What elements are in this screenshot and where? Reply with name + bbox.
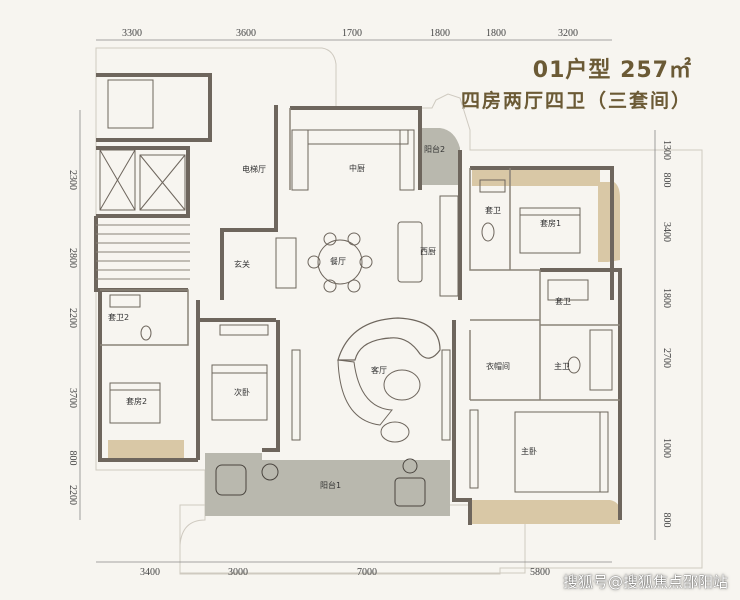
- dim-bottom-2: 3000: [228, 567, 248, 578]
- dim-bottom-4: 5800: [530, 567, 550, 578]
- room-bath-shared: 套卫: [555, 296, 571, 306]
- dim-top-4: 1800: [430, 28, 450, 39]
- room-bedroom1: 套房1: [540, 218, 561, 228]
- room-second-bedroom: 次卧: [234, 387, 250, 397]
- dim-left-5: 800: [67, 451, 78, 466]
- watermark: 搜狐号@搜狐焦点邵阳站: [562, 573, 728, 591]
- dim-left-4: 3700: [67, 388, 78, 408]
- dim-left-2: 2800: [67, 248, 78, 268]
- dim-bottom-1: 3400: [140, 567, 160, 578]
- room-balcony2: 阳台2: [424, 144, 445, 154]
- room-bath2: 套卫2: [108, 312, 129, 322]
- dim-right-3: 3400: [661, 222, 672, 242]
- dim-right-7: 800: [661, 513, 672, 528]
- room-dining: 餐厅: [330, 257, 346, 266]
- dim-right-5: 2700: [661, 348, 672, 368]
- room-kitchen: 中厨: [349, 163, 365, 173]
- dim-top-5: 1800: [486, 28, 506, 39]
- room-bedroom2: 套房2: [126, 396, 147, 406]
- dim-left-6: 2200: [67, 485, 78, 505]
- dim-right-6: 1000: [661, 438, 672, 458]
- dim-right-1: 1300: [661, 140, 672, 160]
- dim-left-3: 2200: [67, 308, 78, 328]
- dim-top-1: 3300: [122, 28, 142, 39]
- room-main-bath: 主卫: [554, 361, 570, 371]
- dim-top-3: 1700: [342, 28, 362, 39]
- dim-top-2: 3600: [236, 28, 256, 39]
- room-elevator-hall: 电梯厅: [242, 164, 266, 174]
- room-master-bedroom: 主卧: [521, 446, 537, 456]
- dim-right-2: 800: [661, 173, 672, 188]
- plan-title: 01户型 257㎡: [532, 58, 692, 83]
- room-foyer: 玄关: [234, 259, 250, 269]
- dim-right-4: 1800: [661, 288, 672, 308]
- room-bath-top: 套卫: [485, 205, 501, 215]
- dim-left-1: 2300: [67, 170, 78, 190]
- room-closet: 衣帽间: [486, 361, 510, 371]
- room-living: 客厅: [371, 365, 387, 375]
- dim-top-6: 3200: [558, 28, 578, 39]
- dim-bottom-3: 7000: [357, 567, 377, 578]
- plan-subtitle: 四房两厅四卫（三套间）: [460, 90, 692, 112]
- room-balcony1: 阳台1: [320, 480, 341, 490]
- room-western-kitchen: 西厨: [420, 247, 436, 256]
